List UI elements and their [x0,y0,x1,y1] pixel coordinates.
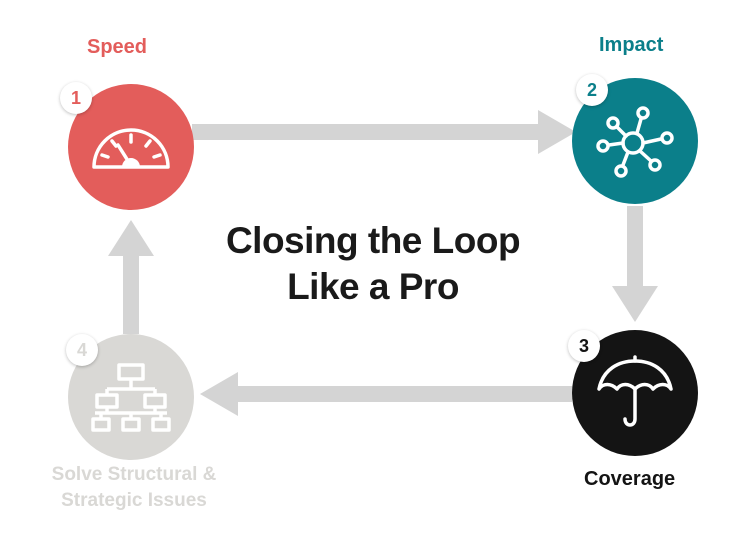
arrow-structural-to-speed [108,220,154,334]
arrow-coverage-to-structural [200,372,572,416]
step-label-coverage: Coverage [584,468,676,490]
step-number-badge: 1 [60,82,92,114]
speedometer-icon [92,128,170,169]
diagram-title: Closing the Loop Like a Pro [183,218,563,310]
step-label-impact: Impact [599,34,664,56]
arrow-impact-to-coverage [612,206,658,322]
org-chart-icon [91,363,171,432]
network-hub-icon [596,106,674,178]
title-line-1: Closing the Loop [225,220,521,261]
step-number-badge: 3 [568,330,600,362]
step-label-speed: Speed [87,36,148,58]
step-label-structural: Solve Structural & Strategic Issues [28,462,240,514]
step-label-structural-line1: Solve Structural & [51,464,217,485]
step-number-badge: 2 [576,74,608,106]
step-label-structural-line2: Strategic Issues [61,490,207,511]
umbrella-icon [597,355,673,427]
title-line-2: Like a Pro [287,266,459,307]
step-speed-circle [68,84,194,210]
arrow-speed-to-impact [192,110,576,154]
step-number-badge: 4 [66,334,98,366]
step-impact-circle [572,78,698,204]
